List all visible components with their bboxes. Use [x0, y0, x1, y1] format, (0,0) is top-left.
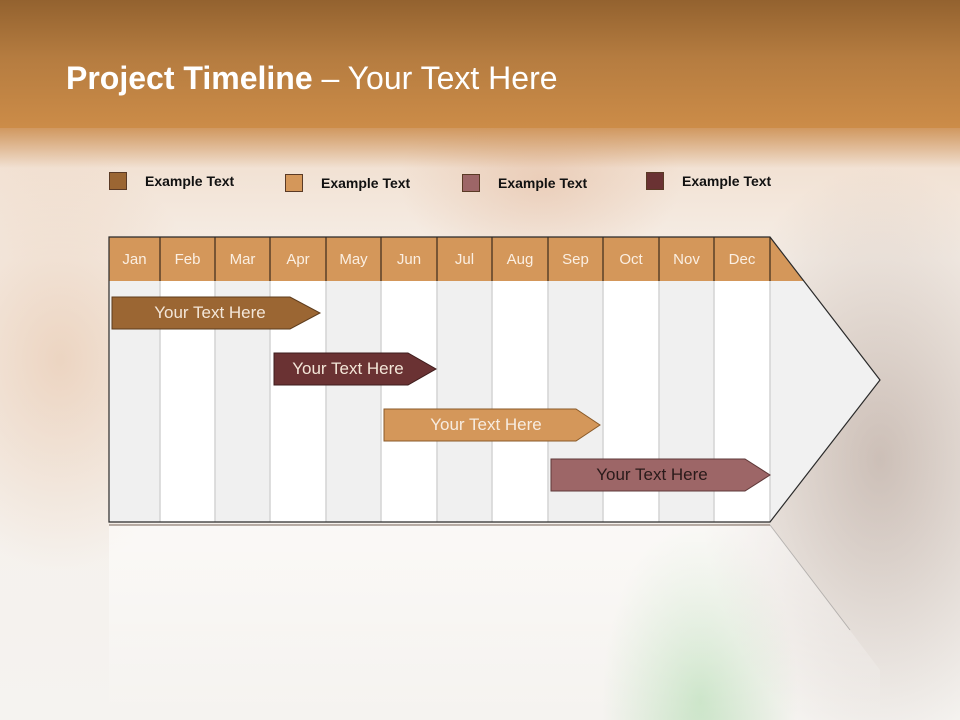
- legend-item-3: Example Text: [462, 172, 587, 194]
- month-label-dec: Dec: [728, 250, 756, 268]
- title-banner: [0, 0, 960, 128]
- month-label-may: May: [339, 250, 368, 268]
- legend-item-2: Example Text: [285, 172, 410, 194]
- month-label-feb: Feb: [174, 250, 201, 268]
- page-title: Project Timeline – Your Text Here: [66, 60, 558, 97]
- legend-item-4: Example Text: [646, 170, 771, 192]
- legend-swatch-icon: [109, 172, 127, 190]
- task-label-2: Your Text Here: [292, 359, 404, 378]
- legend-swatch-icon: [285, 174, 303, 192]
- legend-swatch-icon: [462, 174, 480, 192]
- title-bold: Project Timeline: [66, 60, 313, 96]
- task-label-3: Your Text Here: [430, 415, 542, 434]
- month-header-row: [109, 237, 804, 281]
- legend-swatch-icon: [646, 172, 664, 190]
- chart-reflection: [108, 524, 880, 720]
- legend-label: Example Text: [498, 175, 588, 191]
- month-label-jun: Jun: [396, 250, 422, 268]
- month-label-mar: Mar: [229, 250, 256, 268]
- month-label-oct: Oct: [619, 250, 643, 268]
- month-label-jul: Jul: [454, 250, 475, 268]
- month-label-apr: Apr: [286, 250, 310, 268]
- task-label-4: Your Text Here: [596, 465, 708, 484]
- task-arrow-1: [111, 296, 322, 330]
- task-arrow-4: [550, 458, 771, 492]
- legend-item-1: Example Text: [109, 170, 234, 192]
- legend-label: Example Text: [682, 173, 772, 189]
- title-rest: – Your Text Here: [312, 60, 558, 96]
- month-label-sep: Sep: [562, 250, 589, 268]
- task-label-1: Your Text Here: [154, 303, 266, 322]
- timeline-arrow-outline: [108, 236, 881, 523]
- month-label-nov: Nov: [673, 250, 700, 268]
- legend-label: Example Text: [321, 175, 411, 191]
- legend-label: Example Text: [145, 173, 235, 189]
- banner-fade: [0, 128, 960, 168]
- task-arrow-2: [273, 352, 438, 386]
- month-label-aug: Aug: [506, 250, 534, 268]
- task-arrow-3: [383, 408, 601, 442]
- month-label-jan: Jan: [122, 250, 147, 268]
